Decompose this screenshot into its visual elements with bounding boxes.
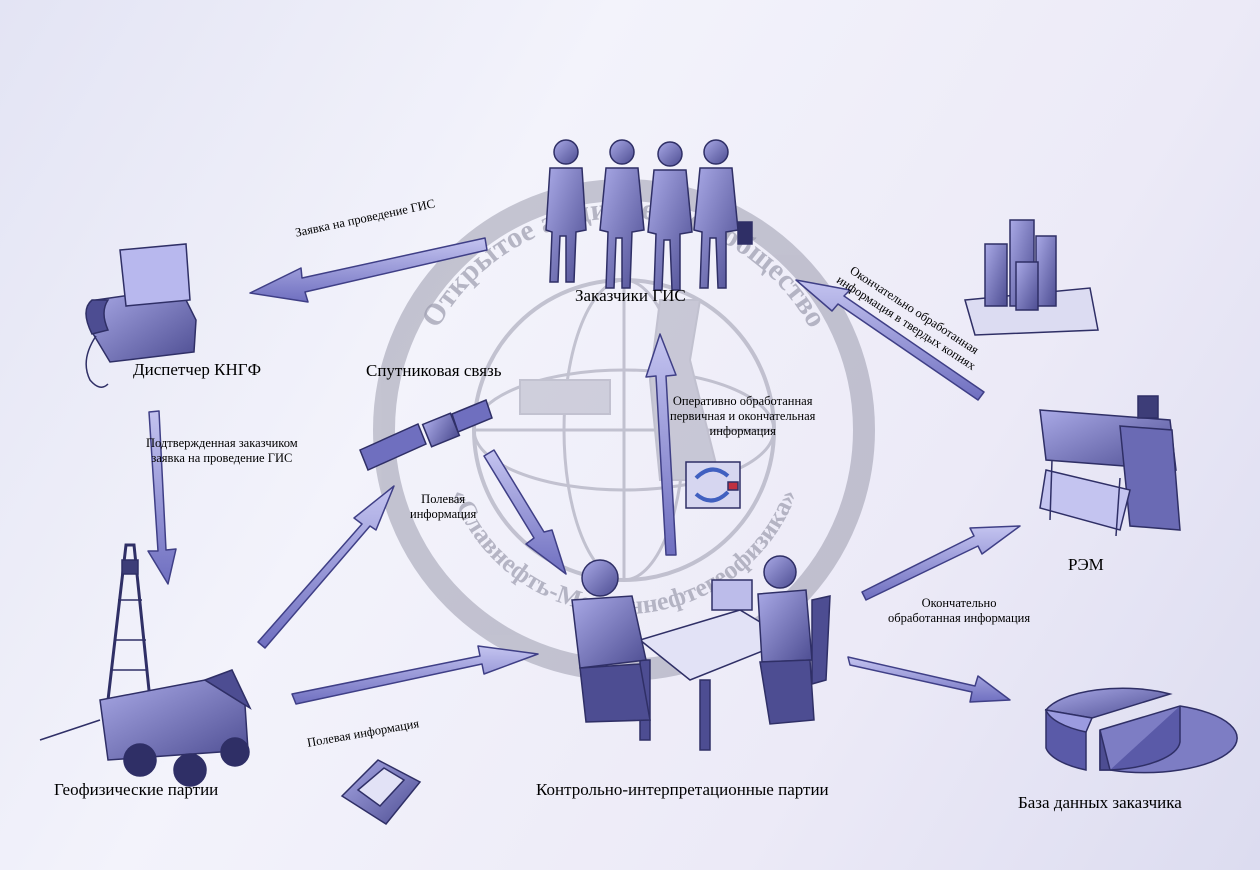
arrow-control-to-database (848, 657, 1010, 702)
arrow-satellite-to-control (484, 450, 566, 574)
edge-field-info-1-line1: Полевая (410, 492, 476, 507)
arrow-geophysical-to-satellite (258, 486, 394, 648)
node-customers-label: Заказчики ГИС (575, 286, 686, 306)
node-database-label: База данных заказчика (1018, 793, 1182, 813)
edge-final-line2: обработанная информация (888, 611, 1030, 626)
edge-field-info-1-label: Полевая информация (410, 492, 476, 522)
node-dispatcher-label: Диспетчер КНГФ (133, 360, 261, 380)
customers-people-illustration (546, 140, 752, 290)
edge-final-line1: Окончательно (888, 596, 1030, 611)
arrow-geophysical-to-control (292, 646, 538, 704)
edge-field-info-1-line2: информация (410, 507, 476, 522)
edge-operative-line1: Оперативно обработанная (670, 394, 815, 409)
floppy-disk-illustration (342, 760, 420, 824)
control-room-operators-illustration (572, 556, 830, 750)
edge-confirmed-line2: заявка на проведение ГИС (146, 451, 298, 466)
edge-operative-label: Оперативно обработанная первичная и окон… (670, 394, 815, 439)
data-transfer-icon (686, 462, 740, 508)
satellite-illustration (360, 400, 492, 470)
edge-operative-line3: информация (670, 424, 815, 439)
plotter-illustration (1040, 396, 1180, 536)
edge-operative-line2: первичная и окончательная (670, 409, 815, 424)
arrow-control-to-customers (646, 334, 676, 555)
node-rem-label: РЭМ (1068, 555, 1104, 575)
node-satellite-label: Спутниковая связь (366, 361, 502, 381)
arrow-control-to-rem (862, 526, 1020, 600)
server-stack-illustration (965, 220, 1098, 335)
edge-final-label: Окончательно обработанная информация (888, 596, 1030, 626)
drilling-rig-truck-illustration (40, 545, 250, 786)
node-geophysical-label: Геофизические партии (54, 780, 218, 800)
database-pie-icon (1046, 688, 1237, 772)
edge-confirmed-line1: Подтвержденная заказчиком (146, 436, 298, 451)
edge-confirmed-label: Подтвержденная заказчиком заявка на пров… (146, 436, 298, 466)
arrow-customers-to-dispatcher (250, 238, 487, 302)
node-control-label: Контрольно-интерпретационные партии (536, 780, 829, 800)
